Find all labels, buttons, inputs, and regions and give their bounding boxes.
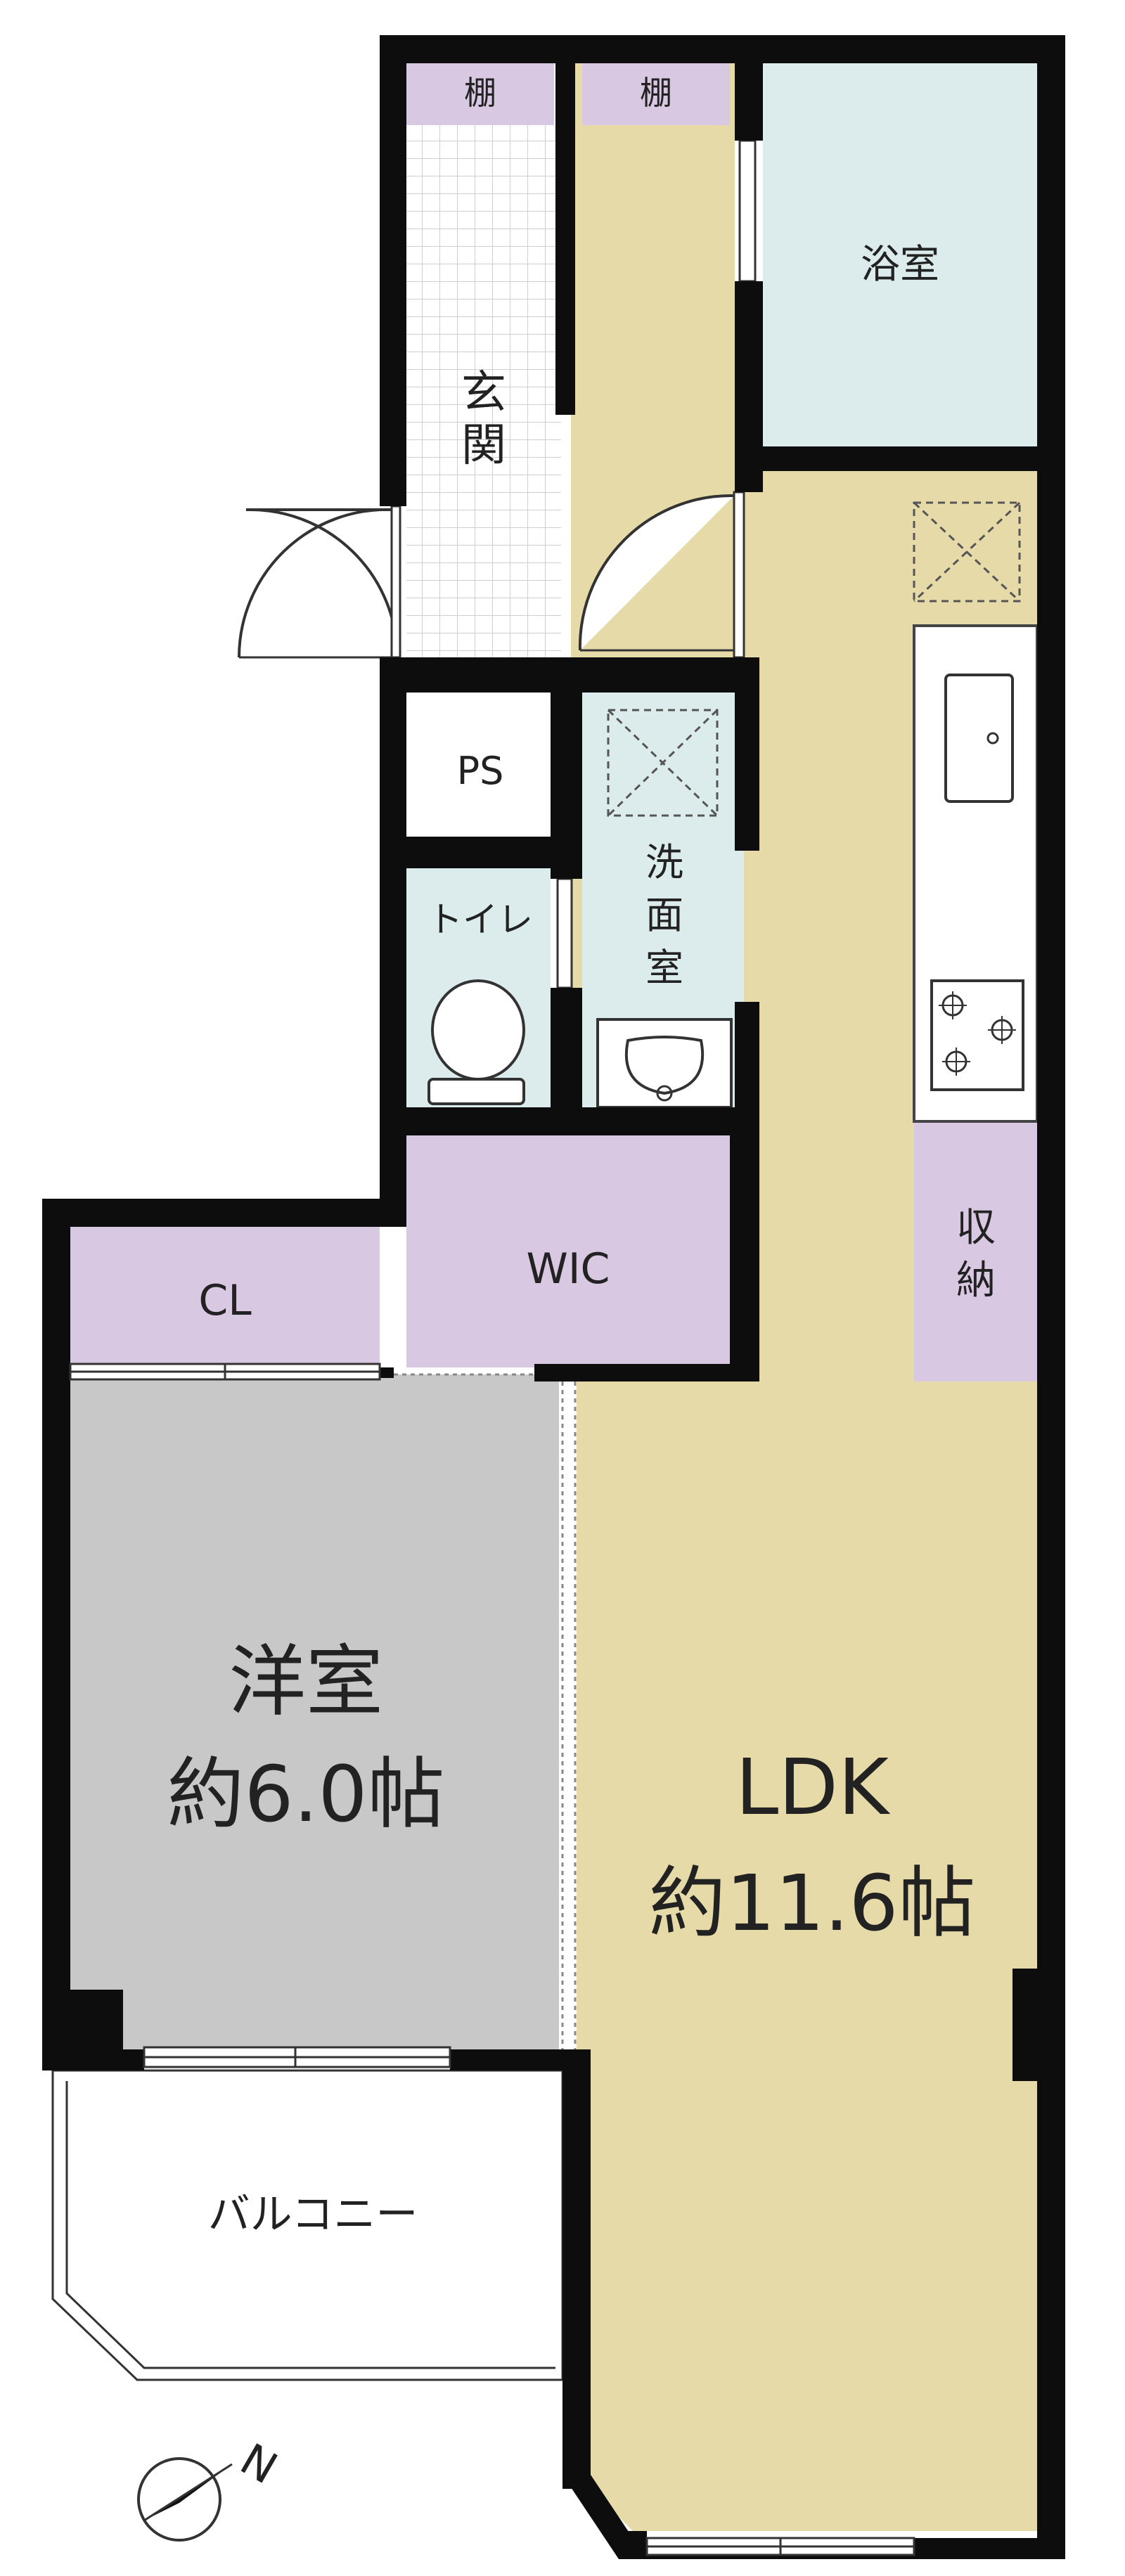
bathroom-label: 浴室 [861,242,939,288]
ps-floor [406,693,551,837]
ldk-size: 約11.6帖 [649,1858,976,1948]
balcony-label: バルコニー [208,2190,418,2239]
washbasin-icon [596,1018,733,1109]
ventilation-icon [913,501,1021,603]
ps-label: PS [457,749,504,793]
wic-label: WIC [527,1244,610,1294]
north-label: N [232,2433,286,2494]
cl-label: CL [198,1276,252,1325]
balcony-inner-rail [65,2081,555,2369]
storage-label-line2: 納 [956,1258,996,1303]
western-room-floor [70,1374,559,2049]
western-room-name: 洋室 [229,1637,383,1727]
shelf-label-2: 棚 [640,74,672,112]
washroom-label-line3: 室 [645,946,683,990]
toilet-icon [428,979,525,1105]
walls [42,35,1065,2559]
shelf-label-1: 棚 [464,74,496,112]
storage-label-line1: 収 [956,1205,996,1251]
shelf-floor-2 [582,63,730,125]
sink-icon [944,674,1014,803]
labels: 棚 棚 浴室 玄 関 PS トイレ 洗 面 室 WIC CL 収 納 洋室 約6… [167,74,996,2239]
storage-floor [914,1121,1037,1382]
north-arrow-icon: N [137,2433,286,2542]
shelf-floor-1 [406,63,554,125]
entrance-door-swing [245,508,399,658]
closet-floor [70,1227,380,1367]
entrance-label-line2: 関 [461,420,506,472]
washroom-label-line1: 洗 [645,840,683,884]
stove-icon [930,979,1024,1091]
doors [238,139,757,989]
washroom-label-line2: 面 [645,893,683,937]
entrance-label-line1: 玄 [461,367,506,419]
bathroom-floor [763,63,1037,446]
entrance-floor [406,125,561,661]
western-room-size: 約6.0帖 [167,1749,445,1839]
partition-lines [394,1373,577,2049]
kitchen-counter [913,624,1039,1123]
washer-pan-icon [607,709,719,817]
toilet-label: トイレ [428,899,533,940]
ldk-name: LDK [735,1742,891,1832]
wic-floor [406,1135,730,1367]
entrance-door-swing-2 [243,485,394,506]
windows [69,1363,915,2556]
